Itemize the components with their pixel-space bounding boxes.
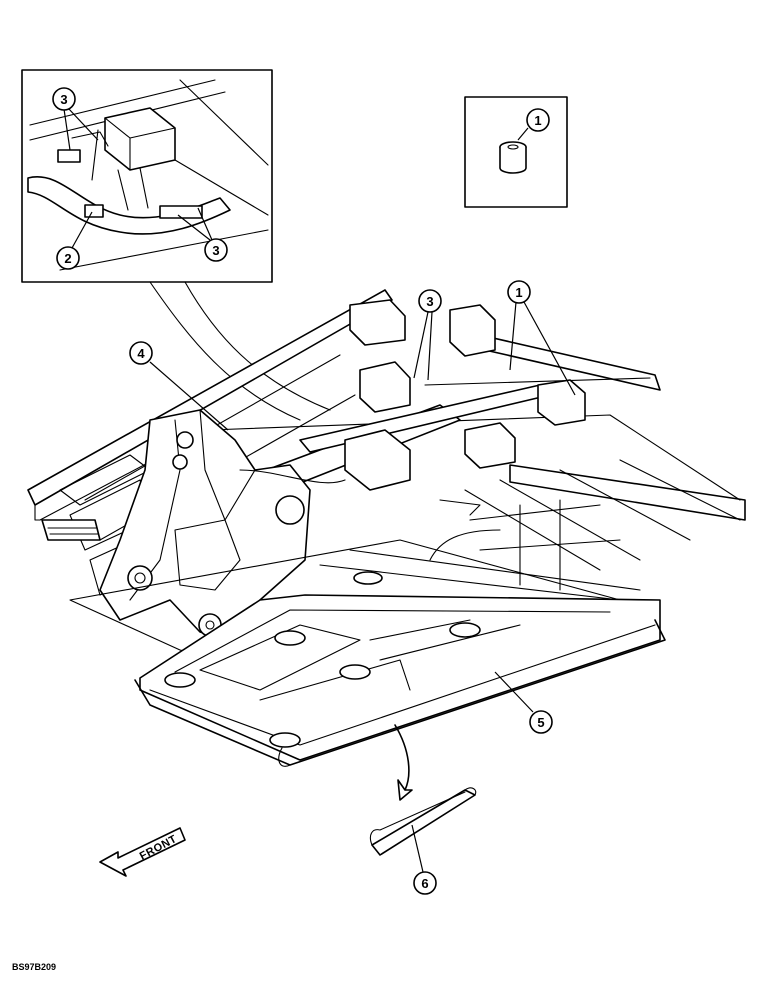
- callout-1-main-circle: [507, 280, 531, 304]
- inset-leader-right: [184, 281, 331, 411]
- callout-2-inset: 2: [64, 251, 71, 266]
- spacer-detail-box: [464, 96, 568, 208]
- inset-detail-box: [21, 69, 273, 283]
- front-label: FRONT: [138, 833, 179, 863]
- callout-3-inset-top: 3: [60, 92, 67, 107]
- callout-1-detail: 1: [534, 113, 541, 128]
- inset-leader-left: [149, 281, 301, 421]
- callout-2-inset-circle: [56, 246, 80, 270]
- callout-5: 5: [537, 715, 544, 730]
- callout-3-main: 3: [426, 294, 433, 309]
- callout-3-inset-bottom-circle: [204, 238, 228, 262]
- callout-3-inset-top-circle: [52, 87, 76, 111]
- callout-4: 4: [137, 346, 145, 361]
- cover-strip-part: [369, 724, 477, 856]
- callout-4-circle: [129, 341, 153, 365]
- callout-6-circle: [413, 871, 437, 895]
- callout-1-detail-circle: [526, 108, 550, 132]
- callout-5-circle: [529, 710, 553, 734]
- front-direction-arrow: FRONT: [99, 827, 186, 877]
- callout-6: 6: [421, 876, 428, 891]
- upperstructure-frame: [27, 289, 746, 767]
- callout-3-main-circle: [418, 289, 442, 313]
- callout-3-inset-bottom: 3: [212, 243, 219, 258]
- drawing-code: BS97B209: [12, 962, 56, 972]
- callout-1-main: 1: [515, 285, 522, 300]
